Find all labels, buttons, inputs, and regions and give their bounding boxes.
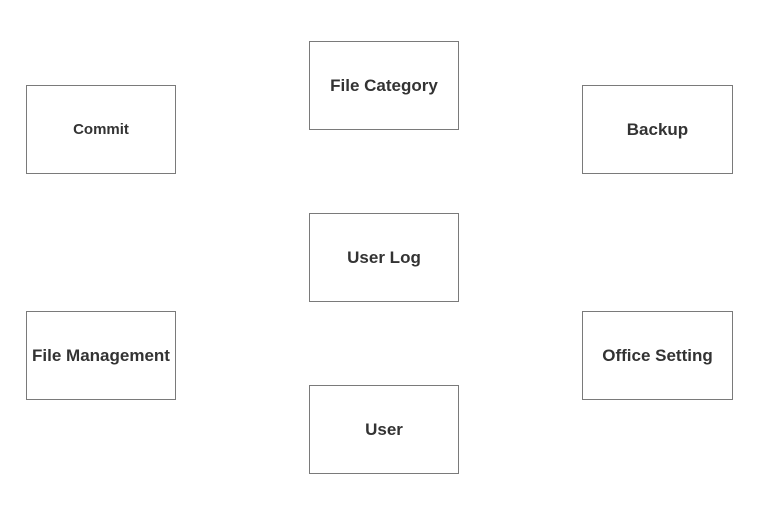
entity-backup[interactable]: Backup [582, 85, 733, 174]
entity-commit[interactable]: Commit [26, 85, 176, 174]
entity-file-management[interactable]: File Management [26, 311, 176, 400]
entity-label: Backup [626, 119, 689, 139]
entity-file-category[interactable]: File Category [309, 41, 459, 130]
entity-label: File Category [330, 75, 438, 95]
entity-user-log[interactable]: User Log [309, 213, 459, 302]
entity-label: File Management [32, 345, 170, 365]
entity-label: Office Setting [602, 345, 713, 365]
entity-label: User Log [347, 247, 421, 267]
entity-label: Commit [73, 121, 129, 138]
entity-user[interactable]: User [309, 385, 459, 474]
entity-office-setting[interactable]: Office Setting [582, 311, 733, 400]
entity-label: User [365, 419, 403, 439]
